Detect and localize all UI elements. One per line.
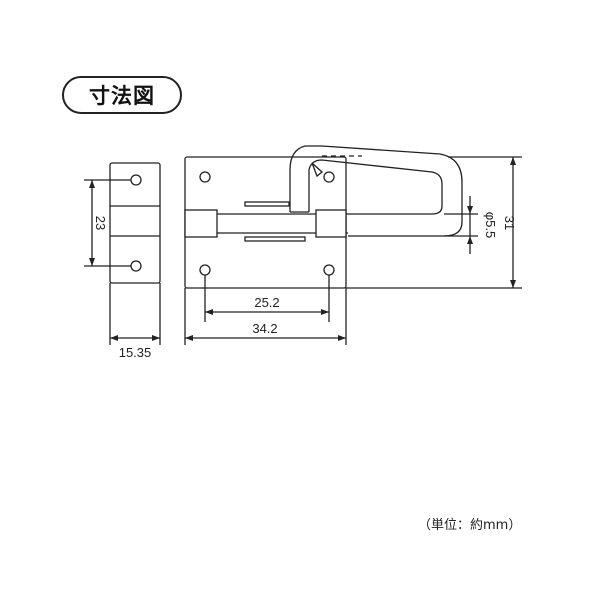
dim-34-2-text: 34.2 [252, 321, 277, 336]
dim-34-2-lines [184, 288, 347, 345]
dim-25-2-text: 25.2 [254, 295, 279, 310]
screw-hole-bottom [130, 260, 142, 272]
side-plate [109, 162, 161, 284]
dim-23-lines [84, 179, 131, 267]
title-label: 寸法図 [62, 76, 182, 114]
dim-15-35-lines [109, 283, 161, 345]
dim-15-35-text: 15.35 [119, 345, 152, 360]
screw-hole-tr [323, 171, 335, 183]
dim-phi-text: φ5.5 [483, 212, 498, 239]
dim-31-lines [346, 156, 522, 289]
unit-note: （単位：約mm） [418, 518, 522, 533]
dim-31-text: 31 [502, 216, 517, 230]
dim-23-text: 23 [93, 216, 108, 230]
screw-hole-tl [199, 171, 211, 183]
screw-hole-bl [199, 264, 211, 276]
dim-phi-lines [444, 196, 478, 254]
screw-hole-br [323, 264, 335, 276]
bolt-rod [184, 201, 348, 242]
dimension-arrows [89, 157, 516, 341]
hook-handle [289, 145, 463, 237]
dim-25-2-lines [204, 275, 330, 322]
title-text: 寸法図 [89, 84, 155, 108]
screw-hole-top [130, 174, 142, 186]
